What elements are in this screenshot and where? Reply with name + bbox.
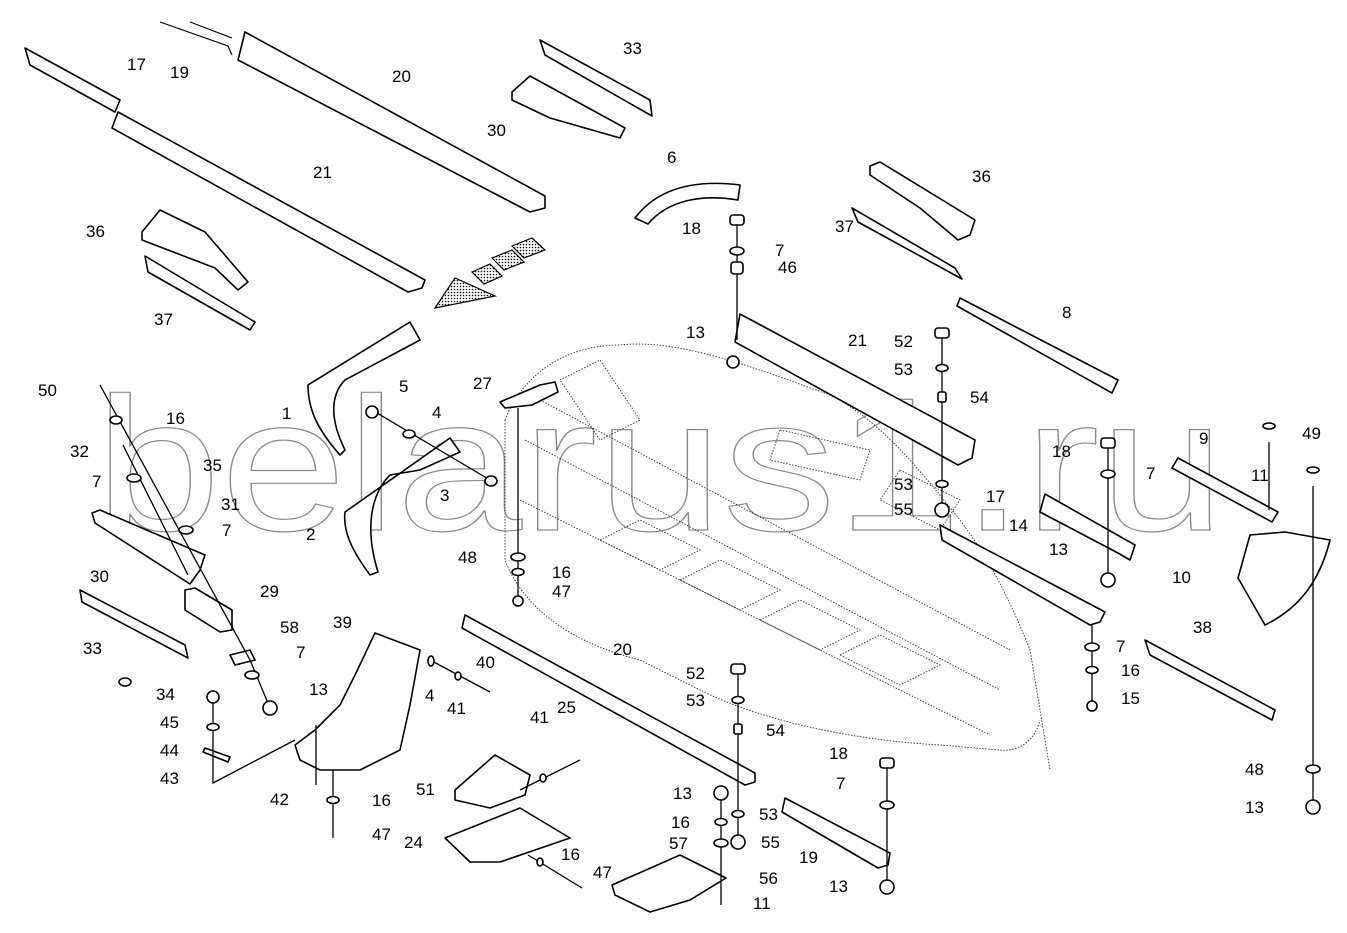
callout-15: 15 xyxy=(1121,689,1140,708)
fasteners xyxy=(109,214,1321,895)
callout-36: 36 xyxy=(86,222,105,241)
watermark: belarus1.ru xyxy=(95,359,1225,571)
callout-19: 19 xyxy=(170,63,189,82)
callout-53: 53 xyxy=(759,805,778,824)
callout-52: 52 xyxy=(894,332,913,351)
callout-49: 49 xyxy=(1302,424,1321,443)
callout-7: 7 xyxy=(1116,637,1125,656)
callout-21: 21 xyxy=(313,163,332,182)
callout-50: 50 xyxy=(38,381,57,400)
callout-11: 11 xyxy=(753,894,771,913)
callout-13: 13 xyxy=(309,680,328,699)
callout-48: 48 xyxy=(1245,760,1264,779)
callout-37: 37 xyxy=(835,217,854,236)
callout-38: 38 xyxy=(1193,618,1212,637)
callout-37: 37 xyxy=(154,310,173,329)
callout-51: 51 xyxy=(416,780,435,799)
callout-53: 53 xyxy=(894,475,913,494)
callout-20: 20 xyxy=(392,67,411,86)
callout-39: 39 xyxy=(333,613,352,632)
callout-40: 40 xyxy=(476,653,495,672)
callout-47: 47 xyxy=(372,825,391,844)
callout-30: 30 xyxy=(487,121,506,140)
callout-46: 46 xyxy=(778,258,797,277)
callout-58: 58 xyxy=(280,618,299,637)
callout-52: 52 xyxy=(686,664,705,683)
callout-31: 31 xyxy=(221,495,240,514)
callout-21: 21 xyxy=(848,331,867,350)
callout-25: 25 xyxy=(557,698,576,717)
callout-7: 7 xyxy=(775,241,784,260)
callout-1: 1 xyxy=(282,404,291,423)
callout-16: 16 xyxy=(372,791,391,810)
callout-18: 18 xyxy=(1052,442,1071,461)
callout-10: 10 xyxy=(1172,568,1191,587)
callout-16: 16 xyxy=(1121,661,1140,680)
callout-9: 9 xyxy=(1199,429,1208,448)
callout-35: 35 xyxy=(203,456,222,475)
callout-7: 7 xyxy=(836,774,845,793)
callout-18: 18 xyxy=(682,219,701,238)
callout-7: 7 xyxy=(296,643,305,662)
parts xyxy=(24,21,1331,913)
callout-7: 7 xyxy=(1146,464,1155,483)
callout-55: 55 xyxy=(894,500,913,519)
callout-34: 34 xyxy=(156,685,175,704)
callout-41: 41 xyxy=(530,708,549,727)
callout-53: 53 xyxy=(686,691,705,710)
callout-5: 5 xyxy=(399,377,408,396)
callout-20: 20 xyxy=(613,640,632,659)
callout-18: 18 xyxy=(829,744,848,763)
callout-54: 54 xyxy=(970,388,989,407)
callout-6: 6 xyxy=(667,148,676,167)
callout-11: 11 xyxy=(1251,466,1269,485)
callout-24: 24 xyxy=(404,833,423,852)
callout-53: 53 xyxy=(894,360,913,379)
callout-13: 13 xyxy=(673,784,692,803)
callout-30: 30 xyxy=(90,567,109,586)
callout-14: 14 xyxy=(1009,516,1028,535)
callout-47: 47 xyxy=(552,582,571,601)
callout-33: 33 xyxy=(623,39,642,58)
callout-45: 45 xyxy=(160,713,179,732)
callout-16: 16 xyxy=(552,563,571,582)
callout-41: 41 xyxy=(447,699,466,718)
callout-56: 56 xyxy=(759,869,778,888)
callout-16: 16 xyxy=(166,409,185,428)
callout-16: 16 xyxy=(561,845,580,864)
callout-4: 4 xyxy=(425,686,434,705)
callout-4: 4 xyxy=(432,403,441,422)
callout-2: 2 xyxy=(306,525,315,544)
direction-arrow xyxy=(433,237,547,309)
callout-7: 7 xyxy=(222,521,231,540)
callout-17: 17 xyxy=(986,487,1005,506)
callout-57: 57 xyxy=(669,834,688,853)
callout-43: 43 xyxy=(160,769,179,788)
callout-42: 42 xyxy=(270,790,289,809)
callout-13: 13 xyxy=(686,323,705,342)
callout-29: 29 xyxy=(260,582,279,601)
callout-55: 55 xyxy=(761,833,780,852)
callout-3: 3 xyxy=(440,486,449,505)
callout-47: 47 xyxy=(593,863,612,882)
callout-33: 33 xyxy=(83,639,102,658)
callout-19: 19 xyxy=(799,848,818,867)
callout-13: 13 xyxy=(1245,798,1264,817)
callout-17: 17 xyxy=(127,55,146,74)
callout-32: 32 xyxy=(70,442,89,461)
callout-13: 13 xyxy=(1049,540,1068,559)
callout-13: 13 xyxy=(829,877,848,896)
callout-36: 36 xyxy=(972,167,991,186)
callout-48: 48 xyxy=(458,548,477,567)
callout-8: 8 xyxy=(1062,303,1071,322)
callout-44: 44 xyxy=(160,741,179,760)
callout-16: 16 xyxy=(671,813,690,832)
callout-54: 54 xyxy=(766,721,785,740)
callout-27: 27 xyxy=(473,374,492,393)
callout-7: 7 xyxy=(92,472,101,491)
